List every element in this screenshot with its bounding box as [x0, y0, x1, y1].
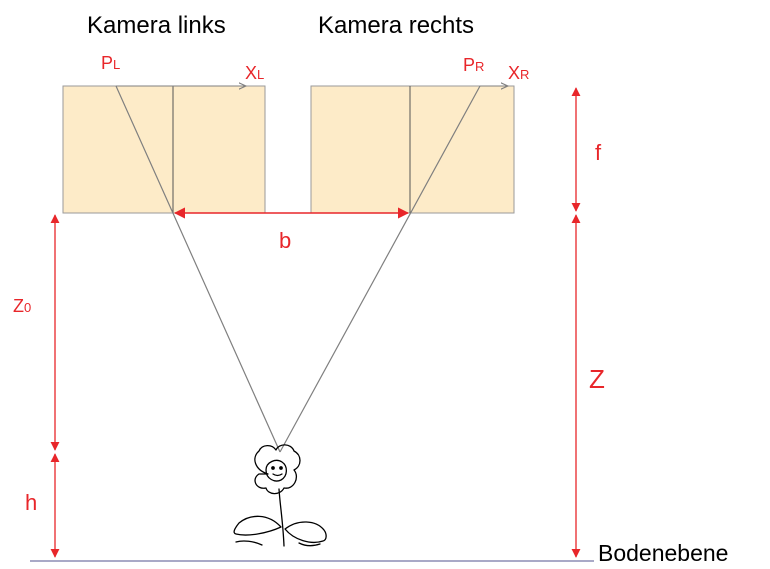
baseline-label: b: [279, 228, 291, 253]
ray-left: [115, 85, 281, 453]
focal-length-label: f: [595, 140, 602, 165]
reference-depth-label: Z0: [13, 296, 31, 316]
height-label: h: [25, 490, 37, 515]
axis-right-label: XR: [508, 63, 529, 83]
axis-left-label: XL: [245, 63, 264, 83]
camera-left: [62, 85, 266, 214]
depth-label: Z: [589, 364, 605, 394]
point-left-label: PL: [101, 53, 120, 73]
ray-right: [279, 85, 481, 453]
flower-icon: [233, 444, 327, 547]
camera-left-body-outer: [62, 85, 174, 214]
ground-label: Bodenebene: [598, 540, 728, 566]
camera-right-title: Kamera rechts: [318, 12, 474, 39]
camera-left-body-inner: [172, 85, 266, 214]
camera-right-body-inner: [310, 85, 411, 214]
camera-right-body-outer: [409, 85, 515, 214]
camera-right: [310, 85, 515, 214]
camera-left-title: Kamera links: [87, 12, 226, 39]
point-right-label: PR: [463, 55, 484, 75]
